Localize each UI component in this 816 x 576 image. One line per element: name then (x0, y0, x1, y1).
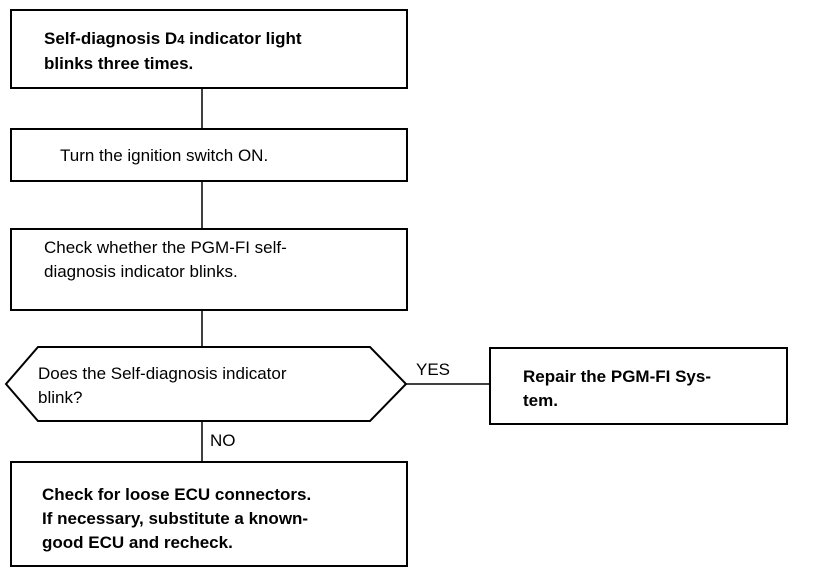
decision-line2: blink? (38, 388, 83, 407)
step3-line1: Check whether the PGM-FI self- (44, 238, 287, 257)
step1-line2: blinks three times. (44, 54, 194, 73)
step3-line2: diagnosis indicator blinks. (44, 262, 238, 281)
decision-line1: Does the Self-diagnosis indicator (38, 364, 287, 383)
no-result-line3: good ECU and recheck. (42, 533, 233, 552)
result-box-check-ecu-connectors: Check for loose ECU connectors. If neces… (10, 461, 408, 567)
no-result-line1: Check for loose ECU connectors. (42, 485, 312, 504)
no-label: NO (210, 431, 236, 450)
yes-result-line2: tem. (523, 391, 558, 410)
step-box-self-diagnosis-blinks: Self-diagnosis D4 indicator light blinks… (10, 9, 408, 89)
result-box-repair-pgm-fi: Repair the PGM-FI Sys- tem. (489, 347, 788, 425)
decision-diamond (4, 346, 408, 422)
d4-subscript: 4 (177, 32, 185, 47)
no-result-line2: If necessary, substitute a known- (42, 509, 309, 528)
yes-result-line1: Repair the PGM-FI Sys- (523, 367, 711, 386)
step-box-ignition-on: Turn the ignition switch ON. (10, 128, 408, 182)
step1-line1: Self-diagnosis D4 indicator light (44, 29, 302, 48)
step2-text: Turn the ignition switch ON. (60, 146, 269, 165)
step-box-check-pgm-fi: Check whether the PGM-FI self- diagnosis… (10, 228, 408, 311)
yes-label: YES (416, 360, 451, 379)
decision-text: Does the Self-diagnosis indicator blink? (38, 362, 287, 410)
